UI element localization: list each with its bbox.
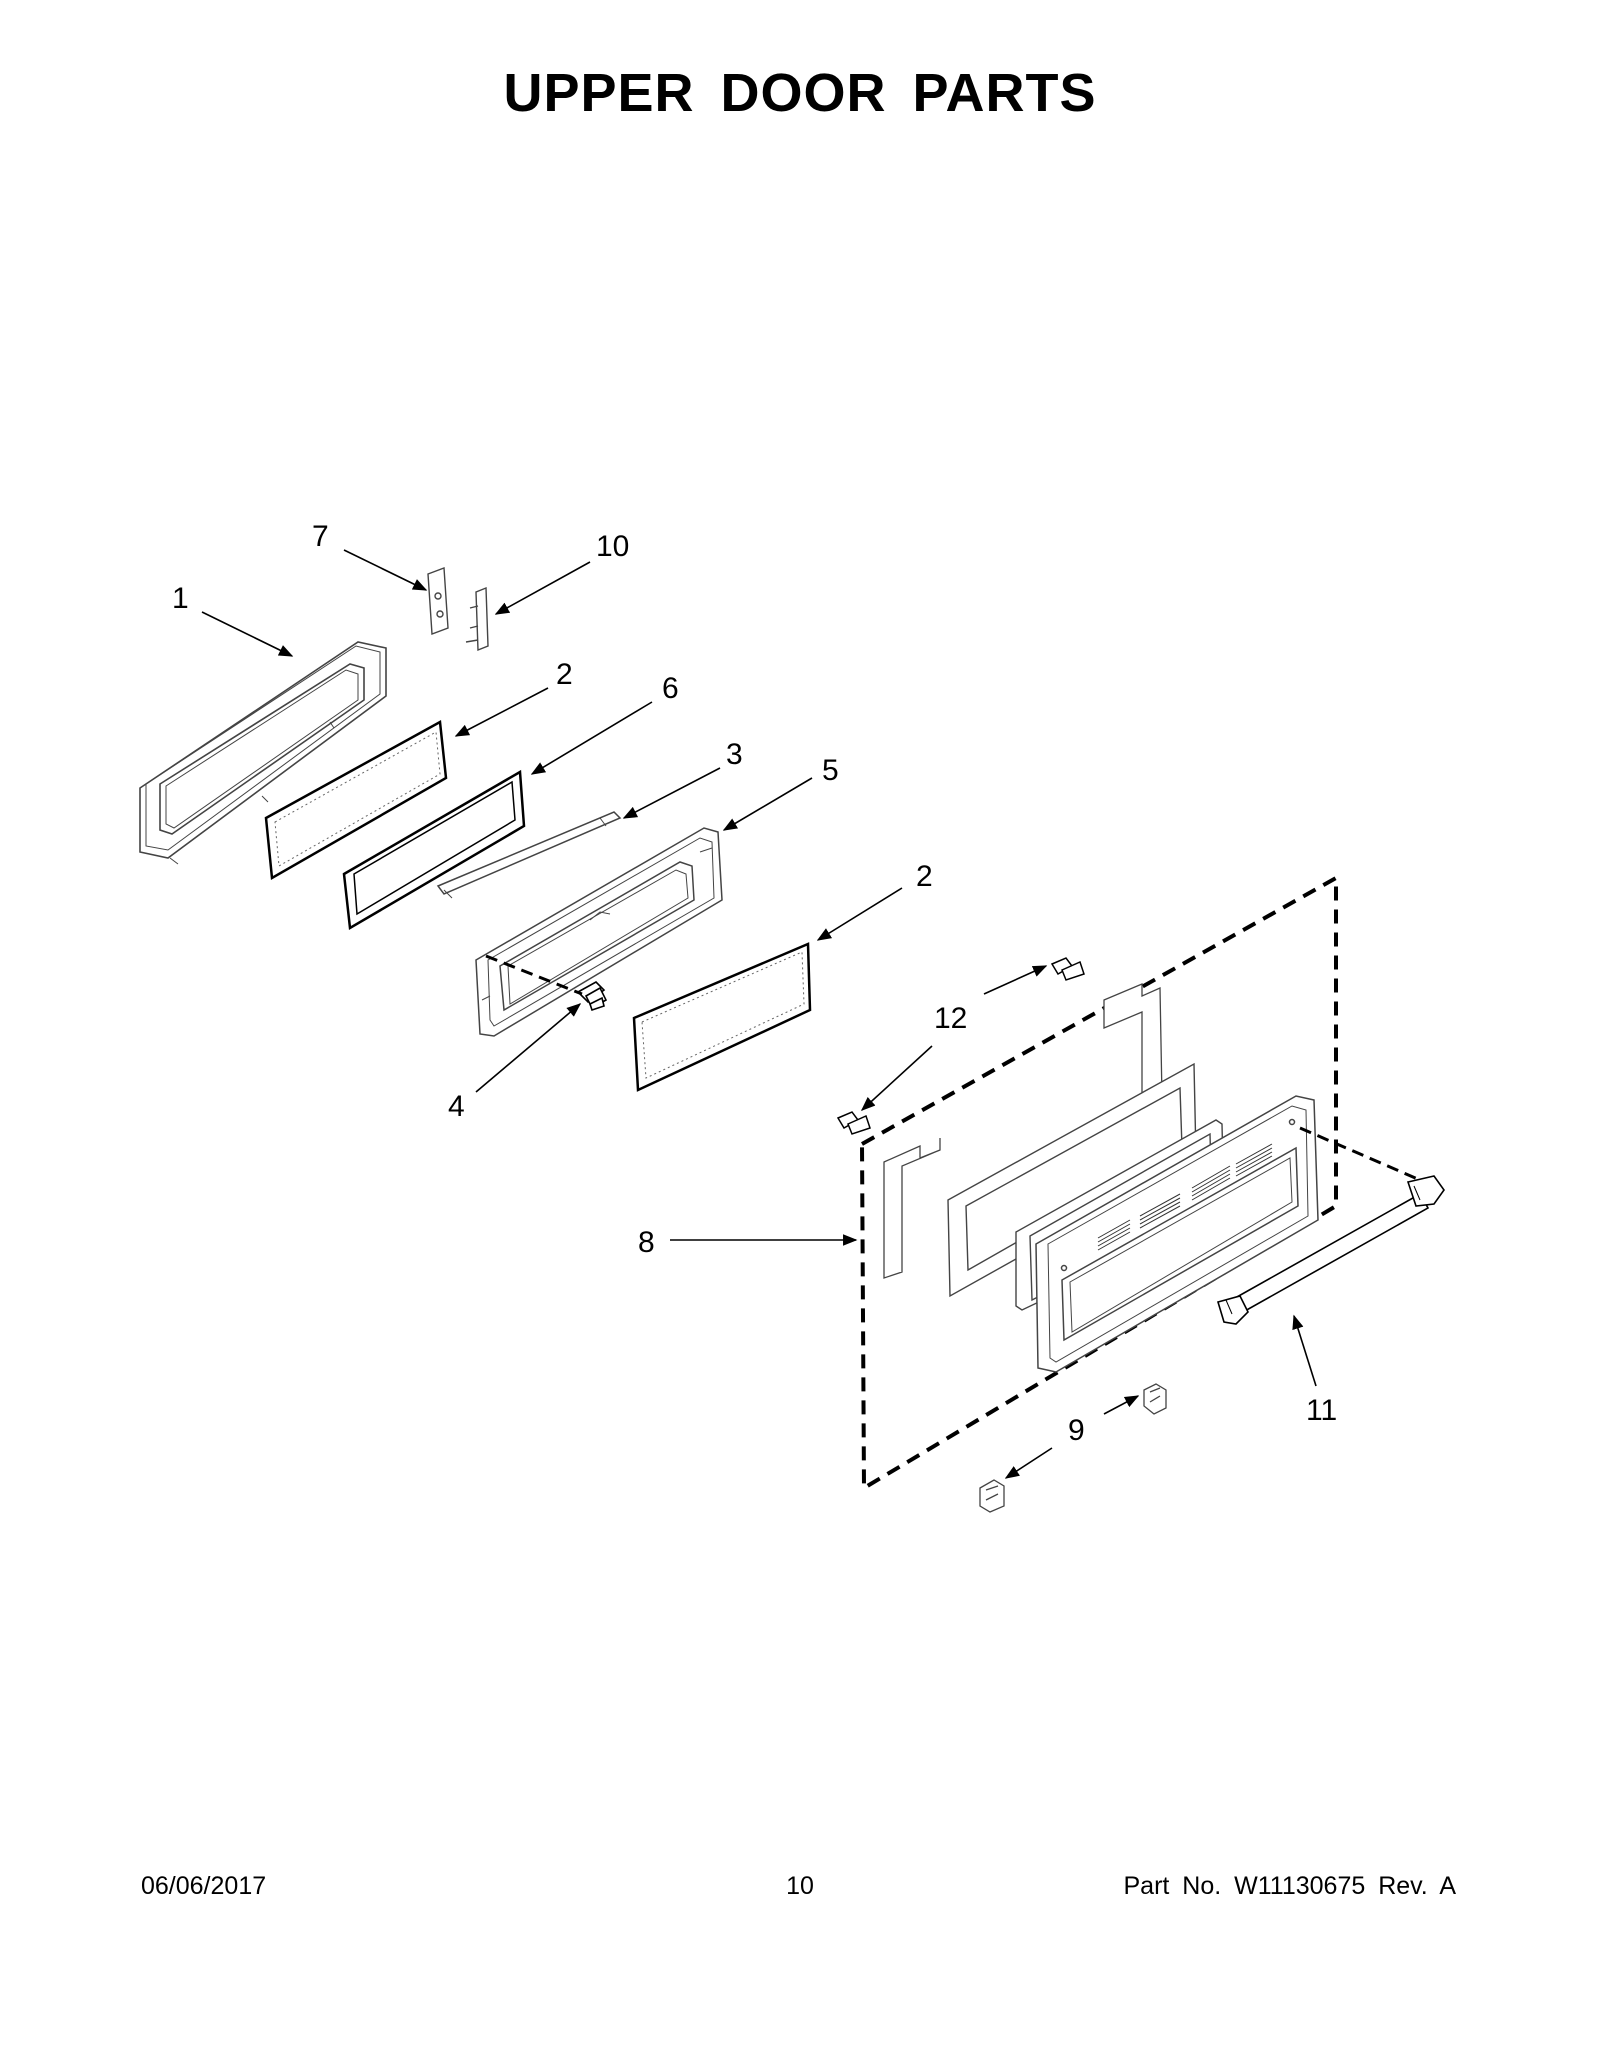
part-8-insulation-left [883,1138,941,1279]
part-1-inner-door-liner [139,641,387,865]
part-12-screw-upper [1050,957,1085,981]
callout-5: 5 [822,754,839,787]
leader-7 [343,549,428,591]
callout-11: 11 [1306,1394,1337,1427]
callout-10: 10 [596,530,629,563]
callout-9: 9 [1068,1414,1085,1447]
leader-11 [1292,1314,1317,1387]
callout-7: 7 [312,520,329,553]
leader-12-upper [983,965,1048,995]
callout-4: 4 [448,1090,465,1123]
leader-3 [622,767,721,819]
part-11-door-handle [1216,1175,1445,1325]
part-4-dashed-leader [485,954,583,996]
part-12-screw-lower [836,1111,871,1135]
leader-9-upper [1103,1395,1140,1415]
part-11-dashed-leader [1299,1126,1421,1182]
part-7-hinge-bracket [427,567,449,635]
part-9-clip-lower [979,1479,1005,1513]
leader-4 [475,1003,582,1093]
part-3-trim-channel [436,811,622,899]
callout-1: 1 [172,582,189,615]
leader-6 [530,701,653,775]
leader-12-lower [860,1045,933,1111]
leader-5 [722,777,813,831]
callout-2-lower: 2 [916,860,933,893]
callout-8: 8 [638,1226,655,1259]
footer-part-number: Part No. W11130675 Rev. A [1123,1872,1457,1900]
callout-6: 6 [662,672,679,705]
leader-2a [454,687,549,737]
leader-10 [494,561,591,615]
footer-date: 06/06/2017 [141,1872,267,1900]
leader-9-lower [1004,1447,1053,1479]
part-8-outer-door-panel [1035,1095,1319,1373]
part-5-inner-door-frame [475,827,723,1037]
callout-3: 3 [726,738,743,771]
part-10-door-latch [465,586,489,652]
leader-2b [816,887,903,941]
part-2-glass-panel-upper [264,719,448,881]
leader-1 [201,611,294,657]
page-title: UPPER DOOR PARTS [503,63,1097,123]
part-9-clip-upper [1143,1383,1167,1415]
callout-2-upper: 2 [556,658,573,691]
callout-12: 12 [934,1002,967,1035]
part-4-screw [576,981,608,1012]
footer-page-number: 10 [786,1872,814,1900]
leader-arrows [201,549,1317,1479]
part-2-glass-panel-lower [632,942,812,1092]
part-6-glass-gasket [342,769,526,931]
